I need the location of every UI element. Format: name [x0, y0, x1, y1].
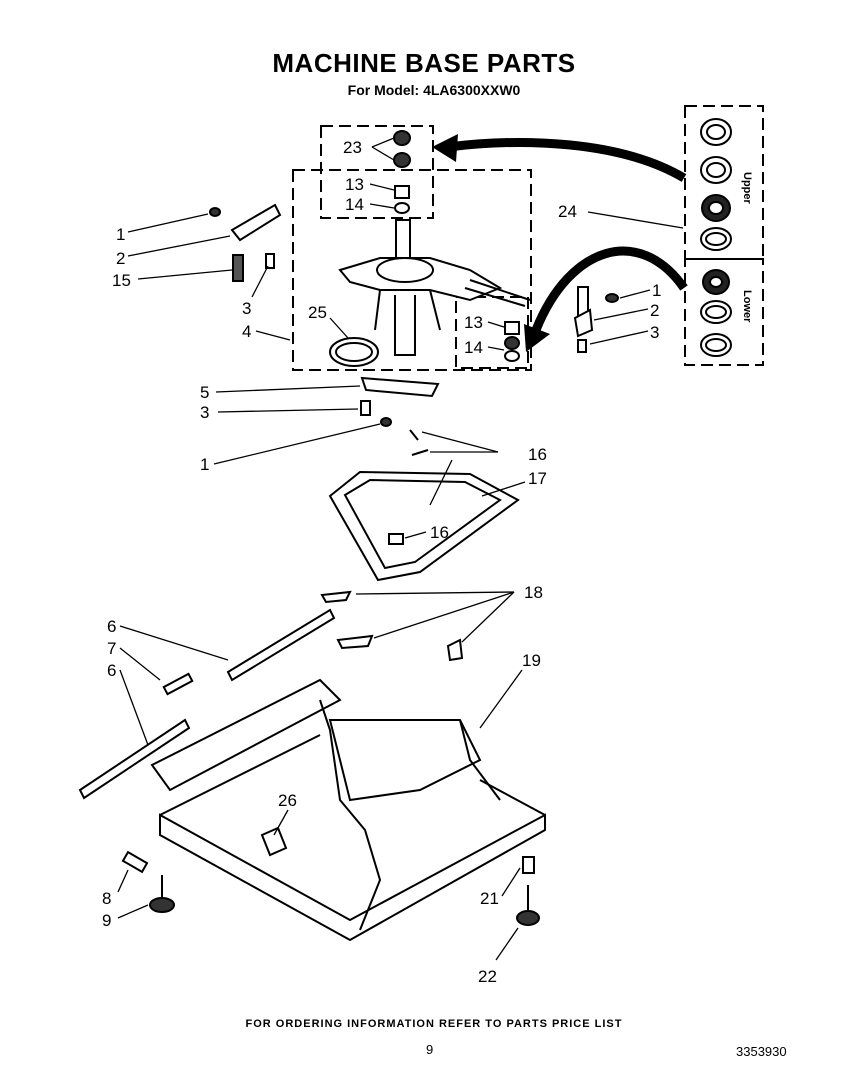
machine-base-19 — [150, 678, 546, 942]
callout-3-left: 3 — [242, 299, 251, 318]
callout-14-right: 14 — [464, 338, 483, 357]
strap-parts — [360, 376, 440, 427]
bearing-stack-top — [393, 130, 411, 214]
callout-16-top: 16 — [528, 445, 547, 464]
page-number: 9 — [426, 1042, 434, 1057]
bars-6-7 — [78, 608, 336, 800]
callout-22: 22 — [478, 967, 497, 986]
bearing-stack-lower — [504, 321, 520, 362]
right-bracket-parts — [573, 286, 619, 353]
seal-ring-25 — [329, 337, 379, 367]
callout-6-bottom: 6 — [107, 661, 116, 680]
model-subtitle: For Model: 4LA6300XXW0 — [347, 82, 521, 98]
callout-5: 5 — [200, 383, 209, 402]
upper-label: Upper — [741, 172, 753, 205]
callout-14-top: 14 — [345, 195, 364, 214]
callout-25: 25 — [308, 303, 327, 322]
clips-18 — [320, 590, 464, 662]
callout-21: 21 — [480, 889, 499, 908]
ordering-footer: FOR ORDERING INFORMATION REFER TO PARTS … — [245, 1018, 623, 1030]
callout-1-right: 1 — [652, 281, 661, 300]
dashed-box-lower — [684, 258, 764, 366]
lower-seal-rings — [700, 269, 732, 357]
callout-3-mid: 3 — [200, 403, 209, 422]
callout-26: 26 — [278, 791, 297, 810]
upper-seal-rings — [700, 118, 732, 251]
curved-arrow-lower — [531, 246, 688, 332]
transmission-spider — [338, 219, 531, 356]
callout-2-right: 2 — [650, 301, 659, 320]
leader-lines — [117, 137, 684, 961]
callout-15: 15 — [112, 271, 131, 290]
dashed-box-top — [320, 125, 434, 219]
dashed-box-transmission — [292, 169, 532, 371]
leveling-feet — [121, 850, 540, 926]
page-title: MACHINE BASE PARTS — [272, 48, 576, 78]
callout-9: 9 — [102, 911, 111, 930]
callout-18: 18 — [524, 583, 543, 602]
lower-label: Lower — [741, 290, 753, 323]
callout-3-right: 3 — [650, 323, 659, 342]
suspension-frame-17 — [328, 429, 520, 582]
callout-7: 7 — [107, 639, 116, 658]
callout-13-top: 13 — [345, 175, 364, 194]
callout-6-top: 6 — [107, 617, 116, 636]
callout-4: 4 — [242, 322, 251, 341]
callout-2-left: 2 — [116, 249, 125, 268]
callout-16-mid: 16 — [430, 523, 449, 542]
callout-23: 23 — [343, 138, 362, 157]
curved-arrow-upper — [447, 138, 687, 182]
callout-1-left: 1 — [116, 225, 125, 244]
callout-13-right: 13 — [464, 313, 483, 332]
left-bracket-parts — [209, 203, 282, 282]
callout-17: 17 — [528, 469, 547, 488]
document-code: 3353930 — [736, 1044, 787, 1059]
callout-24: 24 — [558, 202, 577, 221]
callout-1-mid: 1 — [200, 455, 209, 474]
callout-8: 8 — [102, 889, 111, 908]
callout-19: 19 — [522, 651, 541, 670]
